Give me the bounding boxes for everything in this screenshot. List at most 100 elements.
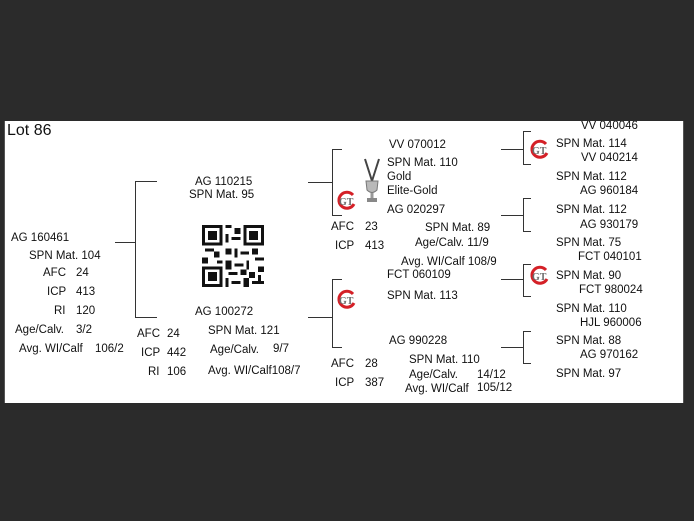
connector — [501, 279, 523, 280]
connector — [332, 279, 333, 348]
gt-logo-icon: GT — [530, 265, 549, 285]
animal-afc-label: AFC — [43, 267, 66, 279]
gp3-spn: SPN Mat. 113 — [387, 290, 458, 302]
connector — [523, 131, 524, 165]
connector — [523, 164, 531, 165]
sire-spn: SPN Mat. 95 — [189, 189, 255, 201]
connector — [523, 264, 524, 297]
gp4-icp-label: ICP — [335, 377, 355, 389]
ggp-6-spn: SPN Mat. 110 — [556, 303, 627, 315]
animal-afc-value: 24 — [76, 267, 89, 279]
ggp-2-id: VV 040214 — [581, 152, 638, 164]
dam-afc-label: AFC — [137, 328, 160, 340]
gp2-id: AG 020297 — [387, 204, 446, 216]
connector — [308, 317, 332, 318]
animal-ri-label: RI — [54, 305, 66, 317]
connector — [523, 331, 531, 332]
animal-id: AG 160461 — [11, 232, 70, 244]
connector — [523, 198, 531, 199]
gp4-spn: SPN Mat. 110 — [409, 354, 480, 366]
ggp-1-spn: SPN Mat. 114 — [556, 138, 627, 150]
connector — [135, 181, 157, 182]
connector — [332, 215, 342, 216]
ggp-5-id: FCT 040101 — [578, 251, 642, 263]
connector — [523, 264, 531, 265]
connector — [523, 363, 531, 364]
trophy-medal-icon — [364, 158, 380, 202]
ggp-1-id: VV 040046 — [581, 121, 638, 132]
gp4-avg-value: 105/12 — [477, 382, 513, 394]
gp2-age: Age/Calv. 11/9 — [415, 237, 489, 249]
connector — [115, 242, 135, 243]
dam-spn: SPN Mat. 121 — [208, 325, 280, 337]
gp4-afc-value: 28 — [365, 358, 378, 370]
gp2-afc-label: AFC — [331, 221, 354, 233]
connector — [501, 149, 523, 150]
animal-avg-value: 106/2 — [95, 343, 124, 355]
svg-text:GT: GT — [532, 146, 547, 157]
ggp-3-spn: SPN Mat. 112 — [556, 204, 627, 216]
connector — [523, 231, 531, 232]
connector — [135, 317, 157, 318]
dam-avg: Avg. WI/Calf108/7 — [208, 365, 301, 377]
animal-age-label: Age/Calv. — [15, 324, 65, 336]
gp4-age-value: 14/12 — [477, 369, 506, 381]
ggp-8-id: AG 970162 — [580, 349, 639, 361]
animal-spn: SPN Mat. 104 — [29, 250, 101, 262]
connector — [332, 279, 342, 280]
ggp-8-spn: SPN Mat. 97 — [556, 368, 622, 380]
gp4-id: AG 990228 — [389, 335, 448, 347]
gp2-icp-value: 413 — [365, 240, 385, 252]
gp4-afc-label: AFC — [331, 358, 354, 370]
gt-logo-icon: GT — [337, 190, 356, 210]
lot-title: Lot 86 — [7, 122, 52, 139]
gp1-spn: SPN Mat. 110 — [387, 157, 458, 169]
dam-age-label: Age/Calv. — [210, 344, 260, 356]
connector — [332, 347, 342, 348]
gp1-id: VV 070012 — [389, 139, 446, 151]
gp2-icp-label: ICP — [335, 240, 355, 252]
animal-icp-label: ICP — [47, 286, 67, 298]
gt-logo-icon: GT — [530, 139, 549, 159]
connector — [501, 347, 523, 348]
ggp-4-id: AG 930179 — [580, 219, 639, 231]
ggp-7-id: HJL 960006 — [580, 317, 642, 329]
connector — [135, 181, 136, 318]
gp2-avg: Avg. WI/Calf 108/9 — [401, 256, 497, 268]
connector — [308, 182, 332, 183]
svg-text:GT: GT — [339, 296, 354, 307]
connector — [501, 215, 523, 216]
dam-ri-label: RI — [148, 366, 160, 378]
ggp-7-spn: SPN Mat. 88 — [556, 335, 622, 347]
sire-id: AG 110215 — [195, 176, 253, 188]
dam-age-value: 9/7 — [273, 343, 289, 355]
ggp-5-spn: SPN Mat. 90 — [556, 270, 622, 282]
qr-code-icon — [202, 225, 264, 287]
gp4-avg-label: Avg. WI/Calf — [405, 383, 469, 395]
ggp-2-spn: SPN Mat. 112 — [556, 171, 627, 183]
gp2-afc-value: 23 — [365, 221, 378, 233]
connector — [523, 331, 524, 364]
ggp-3-id: AG 960184 — [580, 185, 639, 197]
gp1-award-elite: Elite-Gold — [387, 185, 438, 197]
gp4-icp-value: 387 — [365, 377, 385, 389]
animal-ri-value: 120 — [76, 305, 96, 317]
connector — [523, 198, 524, 232]
pedigree-sheet: Lot 86 AG 160461 SPN Mat. 104 AFC 24 ICP… — [4, 121, 684, 403]
gp1-award-gold: Gold — [387, 171, 412, 183]
connector — [523, 296, 531, 297]
gp4-age-label: Age/Calv. — [409, 369, 459, 381]
dam-afc-value: 24 — [167, 328, 180, 340]
animal-icp-value: 413 — [76, 286, 96, 298]
connector — [332, 149, 342, 150]
connector — [332, 149, 333, 216]
dam-icp-label: ICP — [141, 347, 161, 359]
gp3-id: FCT 060109 — [387, 269, 451, 281]
animal-age-value: 3/2 — [76, 324, 92, 336]
dam-id: AG 100272 — [195, 306, 254, 318]
svg-text:GT: GT — [532, 272, 547, 283]
svg-text:GT: GT — [339, 197, 354, 208]
ggp-6-id: FCT 980024 — [579, 284, 643, 296]
connector — [523, 131, 531, 132]
gp2-spn: SPN Mat. 89 — [425, 222, 491, 234]
